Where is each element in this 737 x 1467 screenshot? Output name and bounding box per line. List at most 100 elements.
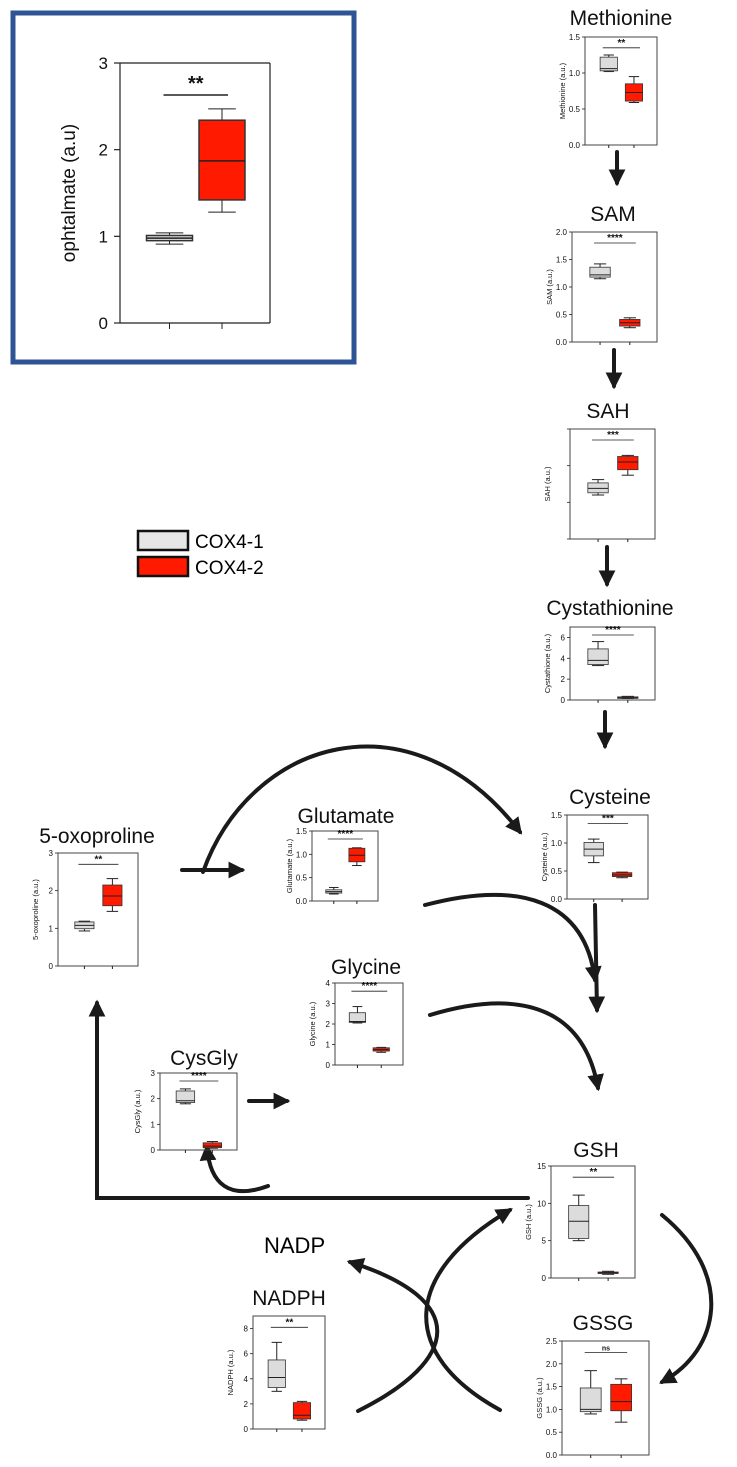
y-tick-label: 6: [244, 1350, 249, 1359]
significance-label: **: [617, 38, 625, 49]
y-tick-label: 10: [537, 1199, 546, 1208]
significance-label: **: [188, 73, 204, 95]
y-tick-label: 1: [49, 924, 54, 933]
y-tick-label: 1: [151, 1120, 156, 1129]
chart-title: GSSG: [573, 1312, 634, 1335]
arrow-cysteine-to-gsh: [588, 903, 606, 1014]
chart-title: Cysteine: [569, 786, 651, 809]
y-tick-label: 3: [99, 54, 108, 73]
legend-swatch-cox4-2: [136, 555, 190, 578]
plot-frame: [569, 428, 656, 540]
y-tick-label: 4: [326, 979, 331, 988]
box-cox4-1: [587, 648, 609, 665]
y-tick-label: 0.5: [556, 311, 568, 320]
y-tick-label: 1: [326, 1041, 331, 1050]
y-tick-label: 15: [537, 1162, 546, 1171]
box-cox4-1: [587, 482, 609, 494]
y-axis-label: GSH (a.u.): [524, 1204, 533, 1240]
y-tick-label: 0: [151, 1146, 156, 1155]
significance-label: ns: [602, 1345, 610, 1352]
y-tick-label: 0.5: [569, 105, 581, 114]
y-tick-label: 0: [244, 1425, 249, 1434]
plot-frame: [561, 1340, 650, 1456]
y-tick-label: 0: [326, 1061, 331, 1070]
legend-label-cox4-2: COX4-2: [195, 558, 264, 579]
box-cox4-2: [610, 1383, 632, 1412]
plot-frame: [334, 982, 404, 1066]
significance-label: **: [285, 1317, 293, 1328]
y-axis-label: Cysteine (a.u.): [540, 832, 549, 881]
y-tick-label: 0.0: [546, 1451, 558, 1460]
box-cox4-1: [568, 1205, 590, 1239]
y-tick-label: 1.0: [556, 283, 568, 292]
y-axis-label: SAM (a.u.): [545, 269, 554, 305]
y-axis-label: Glycine (a.u.): [308, 1001, 317, 1046]
y-tick-label: 2: [244, 1400, 249, 1409]
chart-title: SAM: [590, 203, 636, 226]
y-tick-label: 2.5: [546, 1337, 558, 1346]
y-axis-label: ophtalmate (a.u): [59, 124, 80, 262]
box-cox4-2: [292, 1402, 312, 1420]
y-tick-label: 0.5: [296, 874, 308, 883]
y-tick-label: 2.0: [546, 1360, 558, 1369]
plot-frame: [584, 36, 658, 146]
y-tick-label: 1.0: [296, 850, 308, 859]
y-tick-label: 1: [99, 227, 108, 246]
box-cox4-1: [599, 56, 618, 72]
y-tick-label: 2: [49, 887, 54, 896]
arrow-gssg-to-gsh: [424, 1208, 513, 1412]
significance-label: ****: [338, 829, 354, 840]
y-tick-label: 4: [244, 1375, 249, 1384]
significance-label: **: [95, 854, 103, 865]
box-cox4-2: [102, 884, 123, 907]
y-tick-label: 3: [326, 1000, 331, 1009]
y-tick-label: 0: [561, 696, 566, 705]
legend-label-cox4-1: COX4-1: [195, 532, 264, 553]
y-tick-label: 0.0: [551, 895, 563, 904]
y-tick-label: 2: [326, 1020, 331, 1029]
y-tick-label: 1.0: [569, 69, 581, 78]
plot-frame: [311, 830, 379, 902]
box-cox4-2: [202, 1142, 222, 1149]
y-axis-label: 5-oxoproline (a.u.): [31, 879, 40, 940]
y-tick-label: 1.5: [551, 811, 563, 820]
y-axis-label: SAH (a.u.): [543, 466, 552, 502]
y-tick-label: 3: [151, 1069, 156, 1078]
significance-label: ****: [191, 1071, 207, 1082]
box-cox4-1: [579, 1387, 602, 1413]
y-axis-label: CysGly (a.u.): [133, 1089, 142, 1133]
chart-title: GSH: [573, 1139, 619, 1162]
y-tick-label: 1.5: [569, 33, 581, 42]
significance-label: **: [590, 1167, 598, 1178]
y-tick-label: 1.0: [551, 839, 563, 848]
y-tick-label: 1.0: [546, 1405, 558, 1414]
plot-frame: [571, 231, 658, 343]
y-tick-label: 0: [542, 1274, 547, 1283]
arrow-gsh-to-cysgly: [199, 1143, 270, 1194]
ophtalmate-inset-frame: [10, 10, 357, 365]
box-cox4-1: [175, 1090, 196, 1103]
significance-label: ***: [607, 430, 619, 441]
plot-frame: [252, 1315, 326, 1430]
box-cox4-1: [267, 1359, 286, 1388]
plot-frame: [566, 814, 649, 900]
y-tick-label: 4: [561, 654, 566, 663]
arrow-gsh-to-gssg: [659, 1213, 714, 1384]
y-tick-label: 0.5: [546, 1428, 558, 1437]
y-tick-label: 0.0: [556, 338, 568, 347]
legend: COX4-1 COX4-2: [136, 529, 264, 579]
y-tick-label: 2: [151, 1095, 156, 1104]
box-cox4-2: [198, 119, 246, 201]
pathway-arrows: [88, 150, 714, 1413]
significance-label: ****: [607, 233, 623, 244]
